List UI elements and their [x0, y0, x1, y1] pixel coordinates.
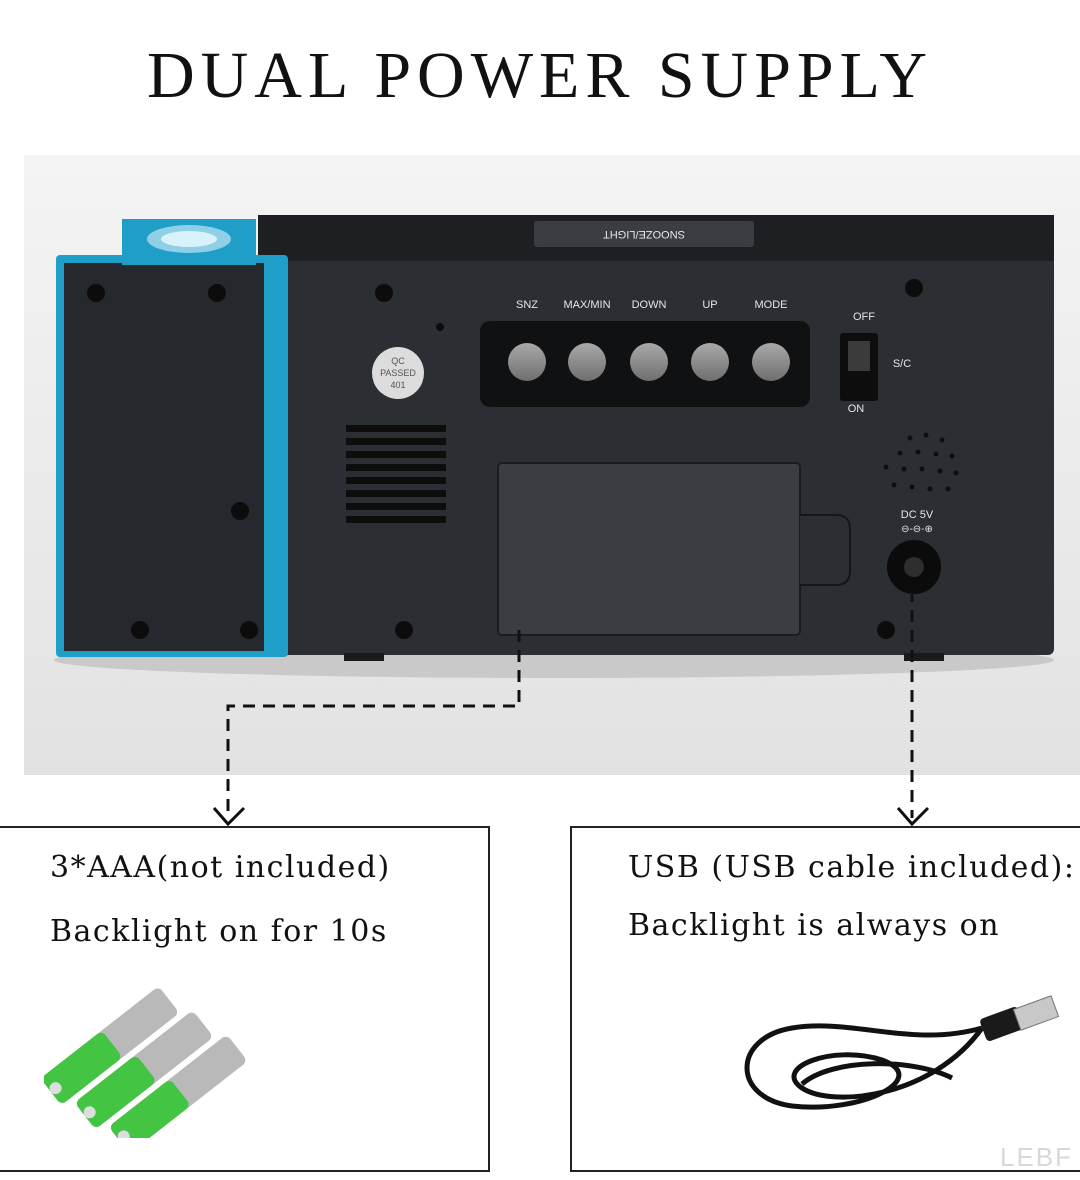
button-label: UP: [702, 299, 717, 311]
battery-cover: [497, 462, 801, 636]
usb-line-2: Backlight is always on: [628, 908, 1001, 943]
battery-line-1: 3*AAA(not included): [50, 850, 391, 885]
product-photo: SNOOZE/LIGHT QC PASSED 401 SNZ MAX/MIN D…: [24, 155, 1080, 775]
microphone-holes: [883, 432, 959, 492]
mode-button: [752, 343, 790, 381]
switch-off-label: OFF: [853, 311, 875, 323]
battery-line-2: Backlight on for 10s: [50, 914, 388, 949]
button-label: DOWN: [632, 299, 667, 311]
up-button: [691, 343, 729, 381]
dc-5v-label: DC 5V: [901, 509, 934, 521]
svg-text:QC: QC: [391, 356, 405, 366]
snz-button: [508, 343, 546, 381]
button-label: SNZ: [516, 299, 538, 311]
usb-callout: USB (USB cable included): Backlight is a…: [570, 826, 1080, 1172]
svg-text:⊖-⊖-⊕: ⊖-⊖-⊕: [901, 524, 933, 535]
snooze-light-label: SNOOZE/LIGHT: [603, 228, 685, 240]
aaa-batteries-icon: [44, 988, 246, 1138]
clock-back-illustration: SNOOZE/LIGHT QC PASSED 401 SNZ MAX/MIN D…: [24, 155, 1080, 775]
svg-text:PASSED: PASSED: [380, 368, 416, 378]
switch-on-label: ON: [848, 403, 865, 415]
page-title: DUAL POWER SUPPLY: [146, 39, 933, 112]
svg-text:401: 401: [390, 380, 405, 390]
battery-callout: 3*AAA(not included) Backlight on for 10s: [0, 826, 490, 1172]
clock-body: [258, 215, 1054, 655]
usb-line-1: USB (USB cable included):: [628, 850, 1076, 885]
down-button: [630, 343, 668, 381]
button-label: MAX/MIN: [563, 299, 610, 311]
qc-passed-sticker: [372, 347, 424, 399]
usb-cable-icon: [744, 995, 1060, 1110]
arrow-down-icon: [212, 806, 246, 827]
arrow-down-icon: [896, 806, 930, 827]
speaker-grille: [346, 425, 446, 523]
button-label: MODE: [755, 299, 788, 311]
watermark: LEBF: [1000, 1142, 1074, 1172]
switch-label: S/C: [893, 358, 911, 370]
max-min-button: [568, 343, 606, 381]
